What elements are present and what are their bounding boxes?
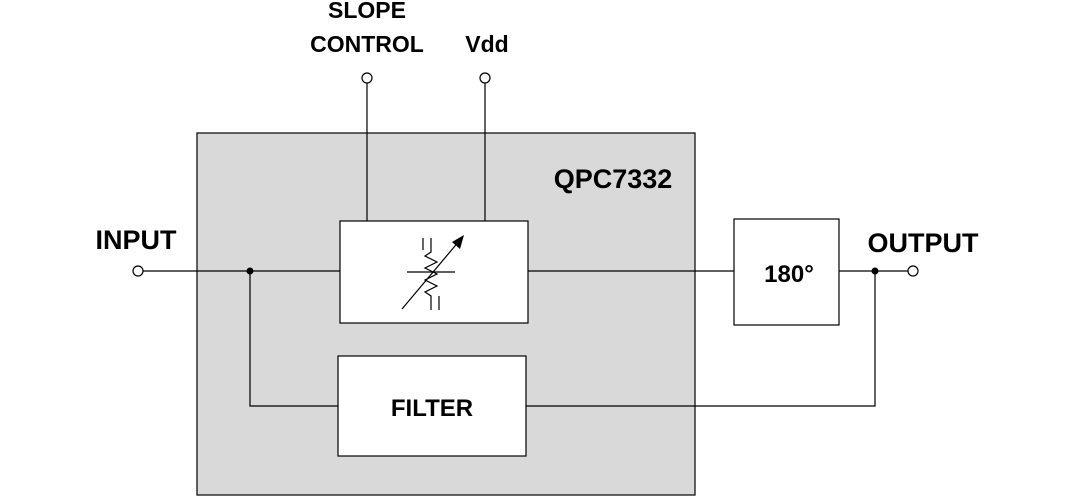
adjust-arrowhead-icon bbox=[452, 235, 464, 249]
variable-resistor-icon bbox=[401, 238, 461, 310]
filter-label: FILTER bbox=[391, 395, 473, 422]
slope-control-label-line2: CONTROL bbox=[310, 31, 424, 57]
filter-output-wire bbox=[526, 271, 876, 407]
input-pin bbox=[132, 265, 144, 277]
phase-shifter-label: 180° bbox=[764, 261, 814, 288]
output-label: OUTPUT bbox=[868, 228, 980, 258]
vdd-label: Vdd bbox=[465, 31, 508, 57]
output-junction-dot bbox=[871, 267, 879, 275]
output-pin bbox=[907, 265, 919, 277]
vdd-pin bbox=[479, 72, 491, 84]
filter-input-wire bbox=[249, 271, 338, 407]
slope-control-label-line1: SLOPE bbox=[328, 0, 406, 23]
part-number-label: QPC7332 bbox=[554, 164, 673, 194]
input-label: INPUT bbox=[96, 225, 178, 255]
input-junction-dot bbox=[246, 267, 254, 275]
phase-shifter-block bbox=[733, 218, 840, 326]
slope-control-pin bbox=[361, 72, 373, 84]
filter-block bbox=[337, 355, 527, 457]
